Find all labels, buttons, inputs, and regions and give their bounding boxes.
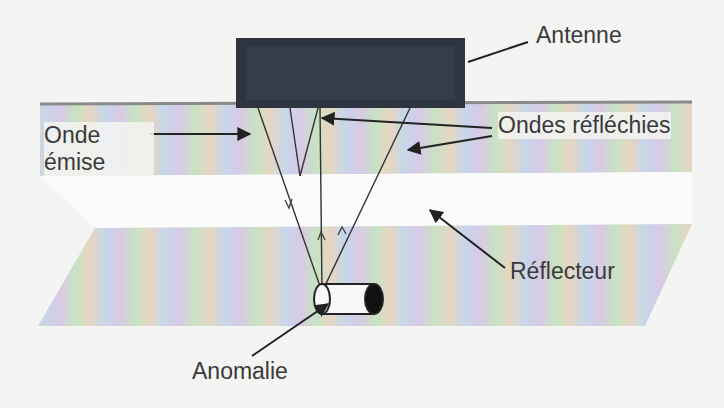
leader-lines xyxy=(150,42,528,356)
antenna-box xyxy=(236,38,465,108)
ray-arrow xyxy=(338,227,346,235)
reflector-label: Réflecteur xyxy=(510,258,670,285)
emitted-wave-label: Onde émise xyxy=(44,122,154,176)
soil-layer xyxy=(40,102,692,176)
antenna-shade xyxy=(246,46,455,100)
anomaly-label: Anomalie xyxy=(192,358,352,385)
antenna-label: Antenne xyxy=(536,22,686,49)
ray-arrow xyxy=(285,199,292,208)
lower-layer xyxy=(38,224,692,326)
reflected-waves-label: Ondes réfléchies xyxy=(498,112,671,139)
ray-arrow xyxy=(318,232,325,240)
anomaly-cylinder xyxy=(314,284,383,314)
wave-rays xyxy=(258,108,410,292)
